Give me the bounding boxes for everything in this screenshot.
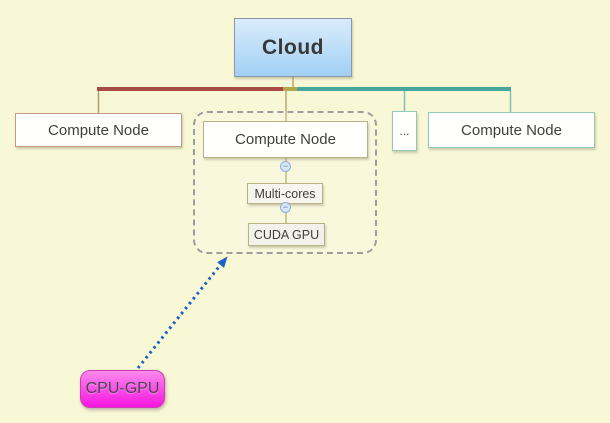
compute-node-grouped[interactable]: Compute Node [203,121,368,158]
root-node-label: Cloud [262,35,324,59]
collapse-icon[interactable]: − [280,161,291,172]
compute-node-left-label: Compute Node [48,121,149,139]
relationship-arrowhead [217,256,228,268]
cuda-gpu-node[interactable]: CUDA GPU [248,223,325,246]
ellipsis-node[interactable]: ... [392,111,417,151]
compute-node-right[interactable]: Compute Node [428,112,595,148]
compute-node-grouped-label: Compute Node [235,131,336,148]
multi-cores-node[interactable]: Multi-cores [247,183,323,204]
compute-node-right-label: Compute Node [461,121,562,139]
branch-bar-olive [283,87,297,91]
branch-bar-red [97,87,283,91]
collapse-minus-glyph: − [282,201,289,212]
collapse-minus-glyph: − [282,160,289,171]
root-node-cloud[interactable]: Cloud [234,18,352,77]
cpu-gpu-node[interactable]: CPU-GPU [80,370,165,408]
ellipsis-node-label: ... [399,124,410,138]
branch-bar-teal [297,87,511,91]
relationship-arrow-line [136,262,224,369]
collapse-icon[interactable]: − [280,202,291,213]
cuda-gpu-label: CUDA GPU [253,227,320,242]
cpu-gpu-label: CPU-GPU [85,380,160,397]
multi-cores-label: Multi-cores [254,186,316,201]
compute-node-left[interactable]: Compute Node [15,113,182,147]
